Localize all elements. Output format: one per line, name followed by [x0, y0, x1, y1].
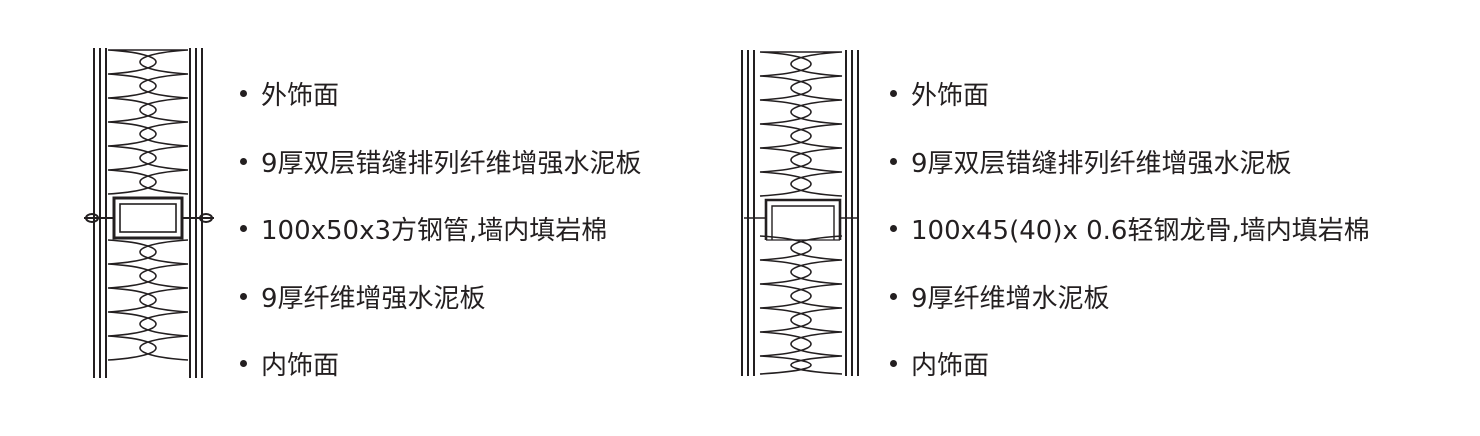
label-text: 9厚双层错缝排列纤维增强水泥板	[911, 148, 1292, 179]
label-text: 100x50x3方钢管,墙内填岩棉	[261, 216, 608, 247]
bullet-icon	[240, 225, 247, 233]
label-text: 内饰面	[261, 351, 340, 382]
rock-wool-insulation-pattern	[759, 51, 843, 375]
label-item: 9厚双层错缝排列纤维增强水泥板	[890, 128, 1370, 196]
label-item: 100x50x3方钢管,墙内填岩棉	[240, 195, 642, 263]
rock-wool-insulation-pattern	[107, 49, 189, 361]
bullet-icon	[240, 360, 247, 368]
right-layer-labels: 外饰面 9厚双层错缝排列纤维增强水泥板 100x45(40)x 0.6轻钢龙骨,…	[890, 60, 1370, 398]
bullet-icon	[240, 292, 247, 300]
light-steel-keel	[764, 198, 842, 241]
label-text: 100x45(40)x 0.6轻钢龙骨,墙内填岩棉	[911, 216, 1370, 247]
label-item: 内饰面	[890, 330, 1370, 398]
bullet-icon	[890, 292, 897, 300]
label-text: 外饰面	[261, 81, 340, 112]
label-text: 9厚纤维增强水泥板	[261, 283, 486, 314]
bullet-icon	[890, 360, 897, 368]
label-item: 外饰面	[890, 60, 1370, 128]
label-text: 外饰面	[911, 81, 990, 112]
label-text: 内饰面	[911, 351, 990, 382]
bullet-icon	[890, 157, 897, 165]
fastener-screws	[84, 213, 214, 223]
label-item: 100x45(40)x 0.6轻钢龙骨,墙内填岩棉	[890, 195, 1370, 263]
bullet-icon	[890, 225, 897, 233]
label-item: 9厚纤维增水泥板	[890, 263, 1370, 331]
bullet-icon	[240, 157, 247, 165]
right-wall-drawing	[741, 50, 859, 376]
bullet-icon	[890, 90, 897, 98]
steel-tube	[112, 196, 184, 240]
left-wall-section: 外饰面 9厚双层错缝排列纤维增强水泥板 100x50x3方钢管,墙内填岩棉 9厚…	[84, 48, 642, 398]
left-wall-drawing	[84, 48, 214, 378]
label-text: 9厚双层错缝排列纤维增强水泥板	[261, 148, 642, 179]
label-item: 内饰面	[240, 330, 642, 398]
left-layer-labels: 外饰面 9厚双层错缝排列纤维增强水泥板 100x50x3方钢管,墙内填岩棉 9厚…	[240, 60, 642, 398]
label-text: 9厚纤维增水泥板	[911, 283, 1110, 314]
right-wall-section: 外饰面 9厚双层错缝排列纤维增强水泥板 100x45(40)x 0.6轻钢龙骨,…	[740, 0, 1480, 436]
bullet-icon	[240, 90, 247, 98]
label-item: 9厚双层错缝排列纤维增强水泥板	[240, 128, 642, 196]
label-item: 外饰面	[240, 60, 642, 128]
label-item: 9厚纤维增强水泥板	[240, 263, 642, 331]
